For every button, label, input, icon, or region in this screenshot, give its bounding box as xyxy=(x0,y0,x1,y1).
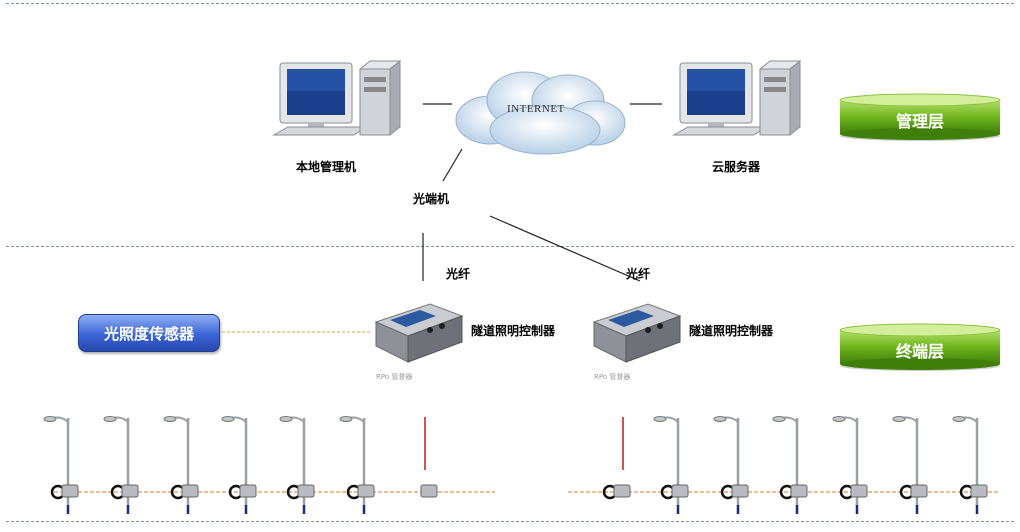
management-layer-label: 管理层 xyxy=(895,112,944,131)
lamp-control-box xyxy=(660,484,689,500)
local-pc-icon xyxy=(272,59,402,137)
street-lamp-icon xyxy=(952,416,979,514)
controller-right-label: 隧道照明控制器 xyxy=(689,324,774,338)
street-lamp-icon xyxy=(43,416,70,514)
cloud-server-icon xyxy=(672,59,802,137)
lamp-control-box xyxy=(420,484,438,498)
lamp-control-box xyxy=(110,484,139,500)
fiber-label-left: 光纤 xyxy=(446,267,471,281)
lamp-control-box xyxy=(602,484,631,500)
lamp-control-box xyxy=(228,484,257,500)
controller-caption: RPo 管督器 xyxy=(376,373,413,381)
street-lamp-icon xyxy=(221,416,248,514)
controller-left-label: 隧道照明控制器 xyxy=(471,324,556,338)
street-lamp-icon xyxy=(103,416,130,514)
internet-label: INTERNET xyxy=(507,103,565,115)
street-lamp-icon xyxy=(713,416,740,514)
layer-divider xyxy=(6,246,1014,247)
street-lamp-icon xyxy=(653,416,680,514)
cloud-server-label: 云服务器 xyxy=(712,160,761,174)
top-border xyxy=(6,3,1014,4)
lamp-control-box xyxy=(839,484,868,500)
light-sensor-box: 光照度传感器 xyxy=(78,314,220,352)
terminal-layer-label: 终端层 xyxy=(895,342,944,361)
street-lamp-icon xyxy=(163,416,190,514)
street-lamp-icon xyxy=(772,416,799,514)
controller-icon xyxy=(374,303,464,363)
controller-left: RPo 管督器 xyxy=(370,300,466,381)
controller-right: RPo 管督器 xyxy=(588,300,684,381)
bottom-border xyxy=(6,521,1014,522)
lamp-control-box xyxy=(170,484,199,500)
controller-caption: RPo 管督器 xyxy=(594,373,631,381)
local-pc-label: 本地管理机 xyxy=(296,160,357,174)
light-sensor-label: 光照度传感器 xyxy=(103,324,194,343)
line-internet-transceiver xyxy=(442,148,463,182)
lamp-control-box xyxy=(50,484,79,500)
street-lamp-icon xyxy=(339,416,366,514)
lamp-control-box xyxy=(899,484,928,500)
lamp-control-box xyxy=(959,484,988,500)
street-lamp-icon xyxy=(892,416,919,514)
management-layer-badge xyxy=(839,93,1001,141)
lamp-control-box xyxy=(286,484,315,500)
street-lamp-icon xyxy=(279,416,306,514)
fiber-label-right: 光纤 xyxy=(626,267,651,281)
lamp-control-box xyxy=(346,484,375,500)
line-fiber-right xyxy=(489,215,641,282)
optical-transceiver-label: 光端机 xyxy=(413,192,450,206)
lamp-control-box xyxy=(720,484,749,500)
terminal-layer-badge xyxy=(839,323,1001,371)
street-lamp-icon xyxy=(832,416,859,514)
controller-icon xyxy=(592,303,682,363)
internet-cloud-icon xyxy=(455,71,626,155)
lamp-control-box xyxy=(779,484,808,500)
